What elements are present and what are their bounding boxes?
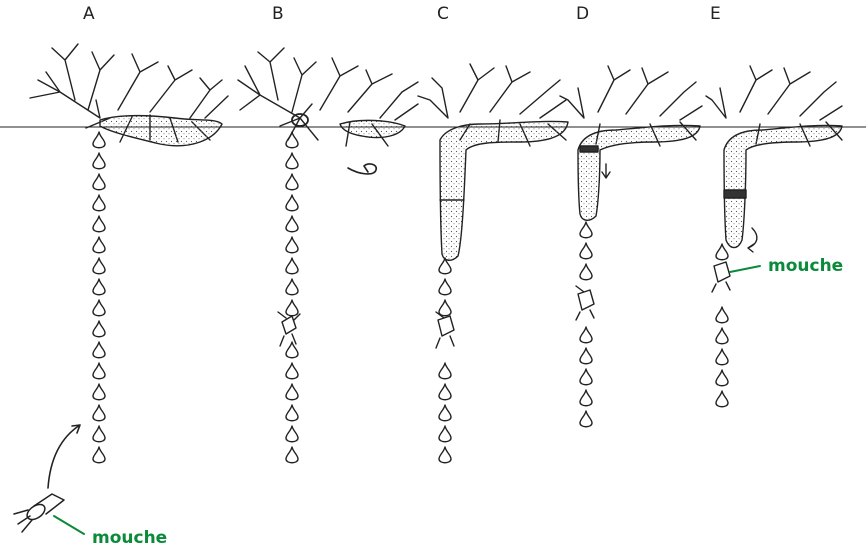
tentacle-bead bbox=[286, 216, 298, 232]
tentacle-bead bbox=[716, 370, 728, 386]
tentacle-bead bbox=[93, 447, 105, 463]
tentacle-bead bbox=[439, 300, 451, 316]
tentacle-bead bbox=[286, 384, 298, 400]
tentacle-bead bbox=[286, 153, 298, 169]
tentacle-bead bbox=[286, 237, 298, 253]
tentacle-bead bbox=[580, 243, 592, 259]
tentacle-bead bbox=[439, 405, 451, 421]
down-arrow-icon bbox=[602, 164, 610, 178]
tentacle-bead bbox=[93, 153, 105, 169]
tentacle-bead bbox=[286, 426, 298, 442]
tentacle-chain-d bbox=[580, 222, 592, 427]
tentacle-bead bbox=[286, 300, 298, 316]
mouche-label-a: mouche bbox=[92, 528, 167, 548]
panel-a bbox=[14, 44, 228, 532]
tentacle-bead bbox=[580, 222, 592, 238]
tentacle-bead bbox=[93, 279, 105, 295]
mouche-pointer-e bbox=[730, 266, 760, 272]
tentacle-bead bbox=[439, 384, 451, 400]
fly-icon bbox=[278, 312, 300, 346]
tentacle-bead bbox=[93, 195, 105, 211]
panel-b bbox=[238, 48, 418, 463]
tentacle-bead bbox=[93, 321, 105, 337]
mouche-label-e: mouche bbox=[768, 256, 843, 276]
tentacle-bead bbox=[439, 447, 451, 463]
tentacle-bead bbox=[439, 426, 451, 442]
curved-arrow-icon bbox=[348, 164, 376, 174]
fly-icon bbox=[436, 312, 454, 348]
colony-body-b bbox=[340, 120, 405, 137]
tentacle-chain-e bbox=[716, 244, 728, 407]
tentacle-bead bbox=[286, 279, 298, 295]
tentacle-bead bbox=[93, 342, 105, 358]
colony-body-c bbox=[440, 121, 568, 260]
tentacle-chain-c bbox=[439, 258, 451, 463]
tentacle-bead bbox=[580, 369, 592, 385]
colony-body-e bbox=[724, 125, 842, 247]
tentacle-bead bbox=[93, 405, 105, 421]
tentacle-bead bbox=[93, 363, 105, 379]
curved-arrow-icon bbox=[748, 228, 757, 252]
panel-c bbox=[418, 64, 568, 463]
tentacle-bead bbox=[286, 363, 298, 379]
mouche-pointer-a bbox=[54, 516, 84, 534]
tentacle-bead bbox=[286, 258, 298, 274]
tentacle-bead bbox=[93, 300, 105, 316]
tentacle-chain-a bbox=[93, 132, 105, 463]
tentacle-bead bbox=[439, 363, 451, 379]
tentacle-bead bbox=[93, 426, 105, 442]
tentacle-bead bbox=[580, 327, 592, 343]
tentacle-bead bbox=[93, 132, 105, 148]
fly-icon bbox=[576, 286, 594, 320]
tentacle-bead bbox=[286, 195, 298, 211]
panel-d bbox=[560, 66, 702, 427]
colony-body-d bbox=[578, 125, 700, 220]
tentacle-bead bbox=[286, 132, 298, 148]
tentacle-bead bbox=[93, 174, 105, 190]
panel-e bbox=[706, 66, 842, 407]
tentacle-bead bbox=[716, 307, 728, 323]
tentacle-bead bbox=[286, 174, 298, 190]
tentacle-bead bbox=[580, 411, 592, 427]
tentacle-band-e bbox=[724, 190, 746, 198]
tentacle-bead bbox=[93, 216, 105, 232]
tentacle-bead bbox=[716, 349, 728, 365]
tentacle-chain-b bbox=[286, 132, 298, 463]
tentacle-bead bbox=[580, 390, 592, 406]
fly-icon bbox=[14, 494, 64, 532]
tentacle-bead bbox=[286, 447, 298, 463]
tentacle-bead bbox=[716, 328, 728, 344]
colony-body-a bbox=[100, 116, 222, 146]
tentacle-bead bbox=[716, 391, 728, 407]
tentacle-bead bbox=[93, 258, 105, 274]
tentacle-bead bbox=[93, 237, 105, 253]
tentacle-bead bbox=[580, 264, 592, 280]
curved-arrow-icon bbox=[48, 425, 80, 488]
tentacle-bead bbox=[716, 244, 728, 260]
tentacle-band-d bbox=[580, 146, 598, 152]
tentacle-bead bbox=[93, 384, 105, 400]
tentacle-bead bbox=[580, 348, 592, 364]
tentacle-bead bbox=[439, 279, 451, 295]
fly-icon bbox=[712, 262, 730, 292]
tentacle-bead bbox=[286, 405, 298, 421]
